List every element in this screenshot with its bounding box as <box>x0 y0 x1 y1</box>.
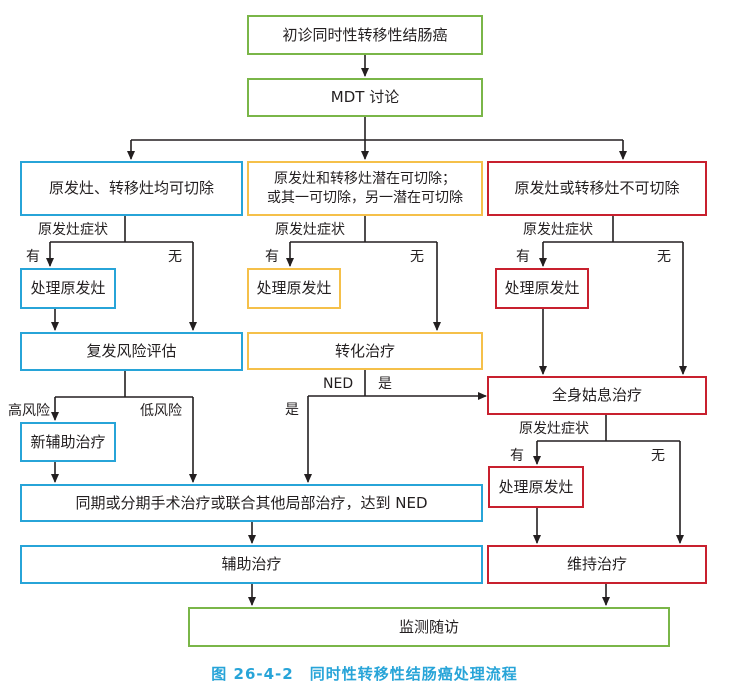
node-maintenance: 维持治疗 <box>487 545 707 584</box>
node-unresectable: 原发灶或转移灶不可切除 <box>487 161 707 216</box>
node-relapse-risk: 复发风险评估 <box>20 332 243 371</box>
label-yes-4: 有 <box>510 448 524 464</box>
label-yes-1: 有 <box>26 249 40 265</box>
label-no-4: 无 <box>651 448 665 464</box>
node-mdt: MDT 讨论 <box>247 78 483 117</box>
node-palliative: 全身姑息治疗 <box>487 376 707 415</box>
label-symptom-4: 原发灶症状 <box>519 421 589 437</box>
label-yes-3: 有 <box>516 249 530 265</box>
node-initial: 初诊同时性转移性结肠癌 <box>247 15 483 55</box>
label-ned-yes-right: 是 <box>378 376 392 392</box>
label-symptom-2: 原发灶症状 <box>275 222 345 238</box>
label-high-risk: 高风险 <box>8 403 50 419</box>
label-ned: NED <box>323 376 354 392</box>
label-symptom-1: 原发灶症状 <box>38 222 108 238</box>
node-neoadjuvant: 新辅助治疗 <box>20 422 116 462</box>
potentially-line-2: 或其一可切除，另一潜在可切除 <box>267 189 463 206</box>
node-treat-primary-1: 处理原发灶 <box>20 268 116 309</box>
node-local-therapy: 同期或分期手术治疗或联合其他局部治疗，达到 NED <box>20 484 483 522</box>
potentially-line-1: 原发灶和转移灶潜在可切除； <box>274 170 456 187</box>
label-no-1: 无 <box>168 249 182 265</box>
node-adjuvant: 辅助治疗 <box>20 545 483 584</box>
node-treat-primary-2: 处理原发灶 <box>247 268 341 309</box>
node-treat-primary-3: 处理原发灶 <box>495 268 589 309</box>
figure-caption: 图 26-4-2 同时性转移性结肠癌处理流程 <box>211 665 518 683</box>
label-yes-2: 有 <box>265 249 279 265</box>
label-no-3: 无 <box>657 249 671 265</box>
node-both-resectable: 原发灶、转移灶均可切除 <box>20 161 243 216</box>
label-low-risk: 低风险 <box>140 403 182 419</box>
label-symptom-3: 原发灶症状 <box>523 222 593 238</box>
node-treat-primary-4: 处理原发灶 <box>488 466 584 508</box>
label-no-2: 无 <box>410 249 424 265</box>
node-potentially-resectable: 原发灶和转移灶潜在可切除； 或其一可切除，另一潜在可切除 <box>247 161 483 216</box>
label-ned-yes-down: 是 <box>285 402 299 418</box>
node-followup: 监测随访 <box>188 607 670 647</box>
node-conversion: 转化治疗 <box>247 332 483 370</box>
